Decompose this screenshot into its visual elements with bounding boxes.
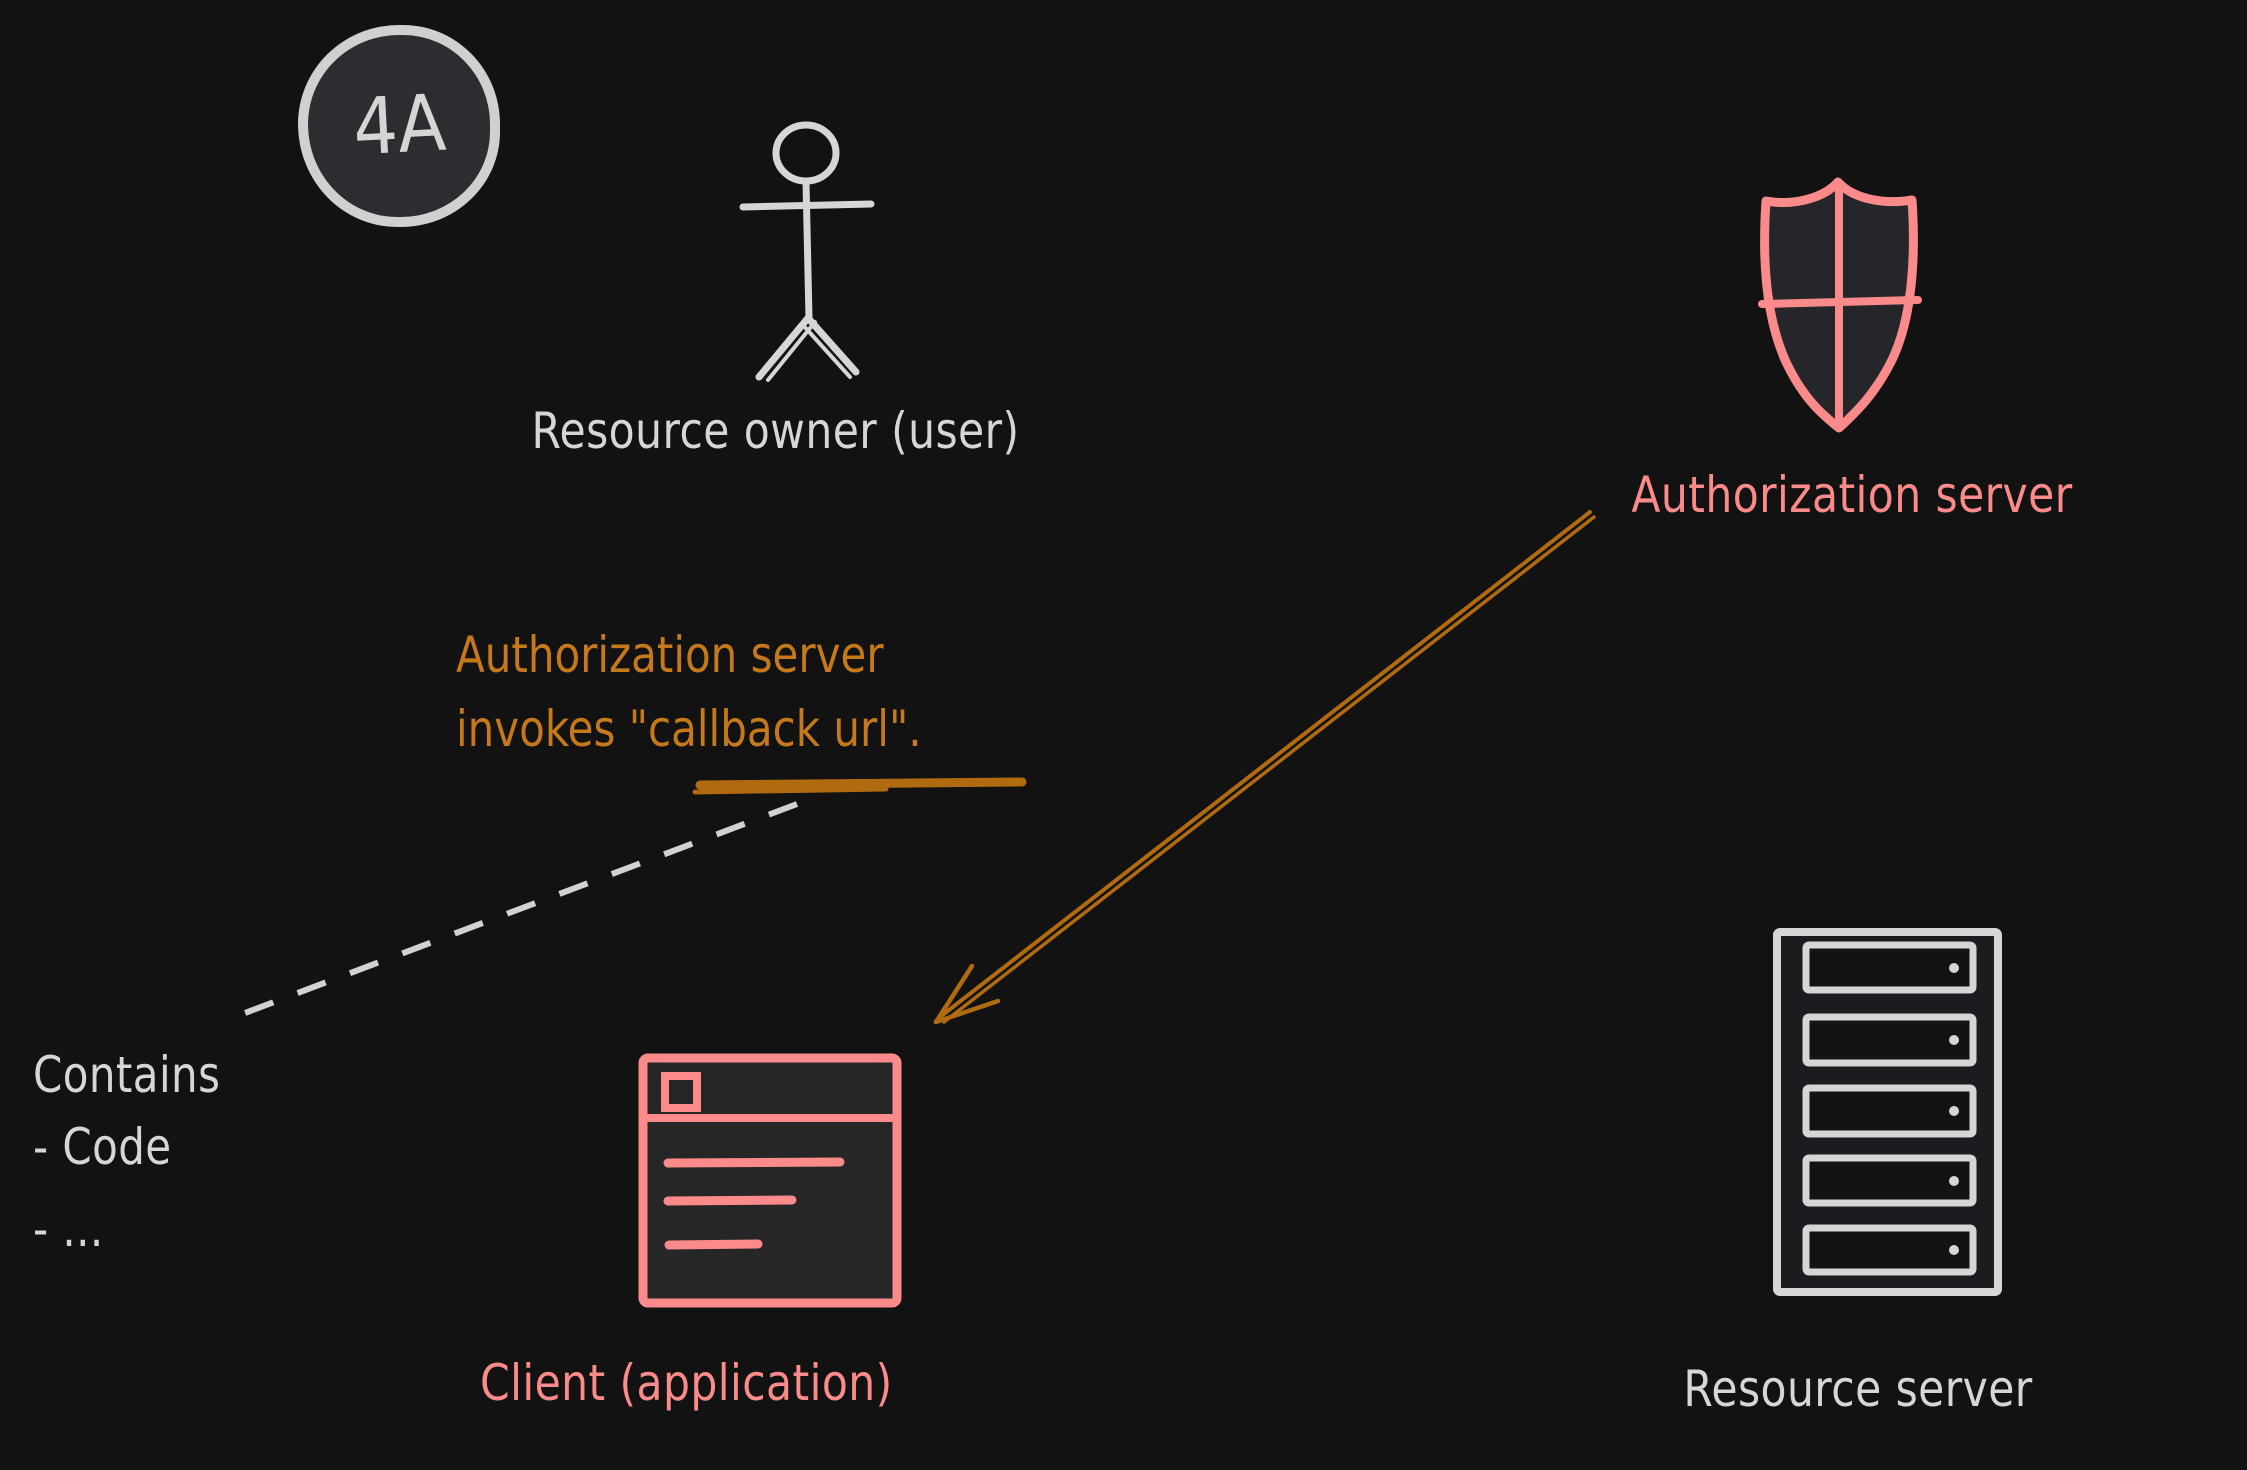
underline-sketch-stroke <box>692 786 889 795</box>
arrow-shaft-stroke-1 <box>938 510 1592 1019</box>
callback-note-line2: invokes "callback url". <box>456 700 922 758</box>
resource-owner-label: Resource owner (user) <box>531 402 1020 460</box>
contains-item-ellipsis: - ... <box>33 1200 104 1258</box>
client-label: Client (application) <box>480 1354 893 1412</box>
rack-slot-3 <box>1802 1084 1977 1138</box>
window-content-line-1 <box>663 1157 845 1168</box>
step-badge-label: 4A <box>350 78 448 174</box>
contains-title: Contains <box>33 1046 221 1104</box>
callback-note-underline <box>692 777 1027 795</box>
resource-server-rack-icon <box>1773 928 2002 1296</box>
rack-slot-5 <box>1802 1224 1977 1276</box>
callback-arrow <box>933 510 1596 1025</box>
shield-cross-horizontal <box>1758 296 1922 308</box>
client-window-icon <box>638 1053 902 1308</box>
stick-figure-right-leg-sketch <box>800 322 852 379</box>
window-content-line-2 <box>663 1195 797 1206</box>
rack-slot-3-led <box>1949 1106 1959 1116</box>
window-menu-square-icon <box>661 1072 701 1112</box>
arrow-shaft-stroke-2 <box>942 515 1596 1024</box>
contains-item-code: - Code <box>33 1118 172 1176</box>
stick-figure-arms <box>739 200 875 211</box>
rack-slot-4 <box>1802 1154 1977 1207</box>
window-frame <box>638 1053 902 1308</box>
callback-note: Authorization server invokes "callback u… <box>456 618 922 766</box>
rack-slot-2-led <box>1949 1035 1959 1045</box>
authorization-server-shield-icon <box>1758 177 1922 433</box>
resource-owner-stick-figure-icon <box>739 121 875 382</box>
rack-slot-1 <box>1802 941 1977 994</box>
window-content-line-3 <box>664 1239 763 1250</box>
rack-slot-4-led <box>1949 1176 1959 1186</box>
rack-slot-1-led <box>1949 963 1959 973</box>
step-badge: 4A <box>298 25 500 227</box>
arrow-head-barb-1 <box>933 998 1001 1025</box>
rack-slot-2 <box>1802 1013 1977 1067</box>
dashed-line <box>235 801 799 1019</box>
callback-note-line1: Authorization server <box>456 626 884 684</box>
resource-server-label: Resource server <box>1683 1360 2033 1418</box>
arrow-head-barb-2 <box>933 963 975 1025</box>
authorization-server-label: Authorization server <box>1631 466 2073 524</box>
stick-figure-right-leg <box>804 314 860 376</box>
stick-figure-head <box>772 121 840 185</box>
contains-dashed-connector <box>235 801 799 1019</box>
stick-figure-left-leg <box>755 314 812 381</box>
rack-slot-5-led <box>1949 1245 1959 1255</box>
underline-main-stroke <box>695 777 1027 790</box>
